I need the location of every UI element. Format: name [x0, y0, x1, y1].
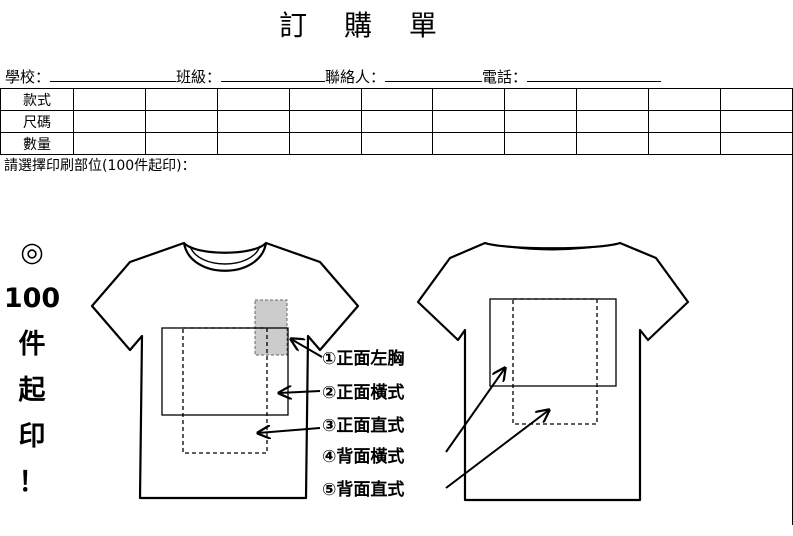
note-char: 100 — [3, 283, 61, 314]
class-field[interactable] — [221, 67, 326, 82]
print-position-label: 請選擇印刷部位(100件起印)： — [4, 158, 196, 174]
label-back-landscape: ④背面橫式 — [322, 446, 404, 467]
table-cell[interactable] — [288, 132, 362, 155]
note-char: 印 — [18, 421, 46, 452]
label-back-portrait: ⑤背面直式 — [322, 479, 404, 500]
table-cell[interactable] — [216, 132, 290, 155]
minimum-order-note: ◎ 100 件 起 印 ！ — [0, 230, 64, 506]
phone-label: 電話： — [482, 68, 528, 86]
label-front-landscape: ②正面橫式 — [322, 382, 404, 403]
bullet-mark: ◎ — [20, 237, 44, 268]
contact-label: 聯絡人： — [325, 68, 386, 86]
row-label-quantity: 數量 — [0, 132, 74, 155]
class-label: 班級： — [176, 68, 222, 86]
front-portrait-area — [182, 327, 268, 454]
table-cell[interactable] — [720, 132, 793, 155]
back-shirt — [416, 241, 690, 502]
back-landscape-area — [489, 298, 617, 387]
page-title: 訂 購 單 — [279, 9, 451, 42]
back-portrait-area — [512, 298, 598, 425]
label-front-left-chest: ①正面左胸 — [322, 348, 404, 369]
school-field[interactable] — [50, 67, 177, 82]
front-shirt — [90, 241, 360, 500]
note-char: 起 — [18, 375, 46, 406]
note-char: 件 — [18, 329, 46, 360]
info-line: 學校： 班級： 聯絡人： 電話： — [5, 66, 662, 87]
table-cell[interactable] — [432, 132, 506, 155]
note-char: ！ — [18, 467, 46, 498]
label-front-portrait: ③正面直式 — [322, 415, 404, 436]
phone-field[interactable] — [527, 67, 662, 82]
school-label: 學校： — [5, 68, 51, 86]
table-row: 款式 — [0, 88, 793, 111]
table-row: 數量 — [0, 132, 793, 155]
table-cell[interactable] — [360, 132, 434, 155]
pointer-arrows — [258, 339, 549, 489]
order-table: 款式 尺碼 數量 — [0, 88, 793, 155]
contact-field[interactable] — [385, 67, 483, 82]
